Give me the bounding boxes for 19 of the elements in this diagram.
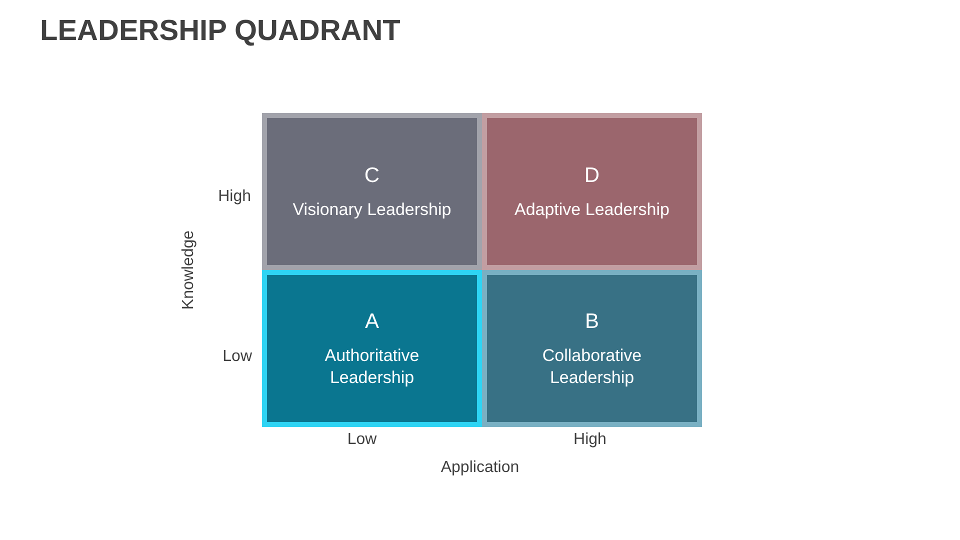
quadrant-tile xyxy=(482,270,702,427)
axis-title: Application xyxy=(440,458,520,478)
quadrant-name: Authoritative Leadership xyxy=(324,344,420,388)
quadrant-letter: D xyxy=(584,162,600,188)
quadrant-letter: B xyxy=(584,308,599,334)
axis-tick-label: High xyxy=(218,187,251,207)
axis-tick-label: High xyxy=(574,430,606,450)
axis-title: Knowledge xyxy=(179,230,198,310)
axis-tick-label: Low xyxy=(222,347,252,367)
quadrant-name: Visionary Leadership xyxy=(292,198,452,220)
slide-title: LEADERSHIP QUADRANT xyxy=(40,14,400,49)
quadrant-tile xyxy=(262,113,482,270)
quadrant-letter: C xyxy=(364,162,380,188)
axis-tick-label: Low xyxy=(347,430,377,450)
quadrant-name: Adaptive Leadership xyxy=(514,198,670,220)
quadrant-tile xyxy=(482,113,702,270)
quadrant-name: Collaborative Leadership xyxy=(541,344,643,388)
quadrant-letter: A xyxy=(364,308,379,334)
quadrant-tile xyxy=(262,270,482,427)
